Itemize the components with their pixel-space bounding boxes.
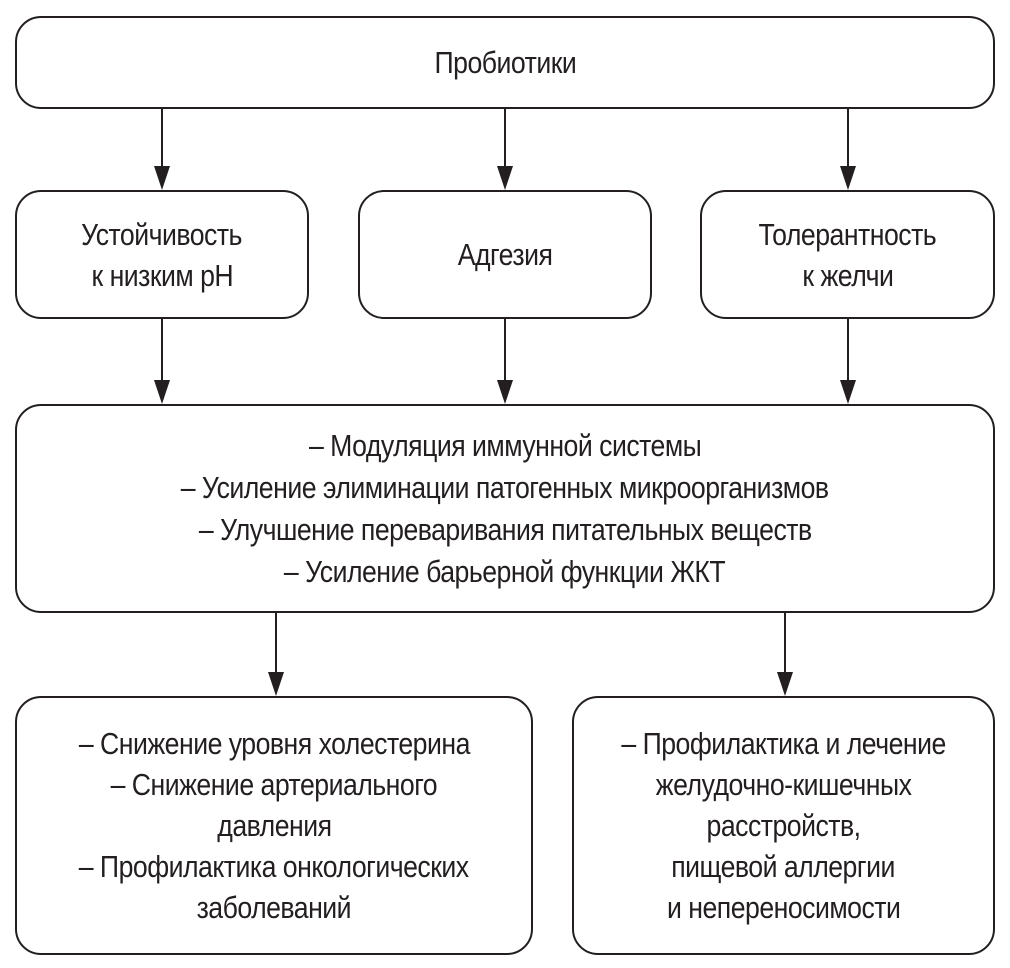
property-label-line: Адгезия	[457, 237, 553, 272]
outcome-line: желудочно-кишечных	[655, 767, 912, 802]
property-label-line: Толерантность	[758, 216, 937, 252]
arrowhead-ph-to-effects	[154, 380, 170, 404]
outcome-node-gi-allergy: – Профилактика и лечение желудочно-кишеч…	[572, 696, 995, 955]
outcome-line: давления	[216, 808, 332, 843]
root-label: Пробиотики	[434, 45, 576, 80]
effect-item: – Модуляция иммунной системы	[308, 427, 702, 463]
outcome-line: – Профилактика и лечение	[621, 726, 946, 761]
effects-node: – Модуляция иммунной системы – Усиление …	[15, 404, 995, 613]
effect-item: – Усиление барьерной функции ЖКТ	[284, 553, 726, 589]
arrowhead-root-to-adhesion	[497, 166, 513, 190]
outcome-node-cardio-onco: – Снижение уровня холестерина – Снижение…	[15, 696, 533, 955]
effect-item: – Усиление элиминации патогенных микроор…	[181, 469, 829, 505]
root-node-probiotics: Пробиотики	[15, 16, 995, 109]
arrowhead-root-to-ph	[154, 166, 170, 190]
arrowhead-bile-to-effects	[840, 380, 856, 404]
arrowhead-effects-to-cardio	[268, 672, 284, 696]
property-node-low-ph: Устойчивость к низким рН	[15, 190, 309, 319]
arrowhead-effects-to-gi	[777, 672, 793, 696]
property-label-line: к низким рН	[91, 257, 233, 293]
outcome-line: заболеваний	[196, 890, 352, 925]
property-label-line: Устойчивость	[81, 216, 243, 252]
outcome-line: и непереносимости	[666, 890, 901, 925]
outcome-line: расстройств,	[706, 808, 862, 843]
outcome-line: – Снижение уровня холестерина	[78, 726, 470, 761]
outcome-line: – Профилактика онкологических	[79, 849, 469, 884]
property-node-adhesion: Адгезия	[358, 190, 652, 319]
outcome-line: пищевой аллергии	[671, 849, 896, 884]
arrowhead-adhesion-to-effects	[497, 380, 513, 404]
property-node-bile-tolerance: Толерантность к желчи	[700, 190, 995, 319]
outcome-line: – Снижение артериального	[110, 767, 438, 802]
effect-item: – Улучшение переваривания питательных ве…	[198, 511, 812, 547]
property-label-line: к желчи	[802, 257, 894, 293]
arrowhead-root-to-bile	[840, 166, 856, 190]
